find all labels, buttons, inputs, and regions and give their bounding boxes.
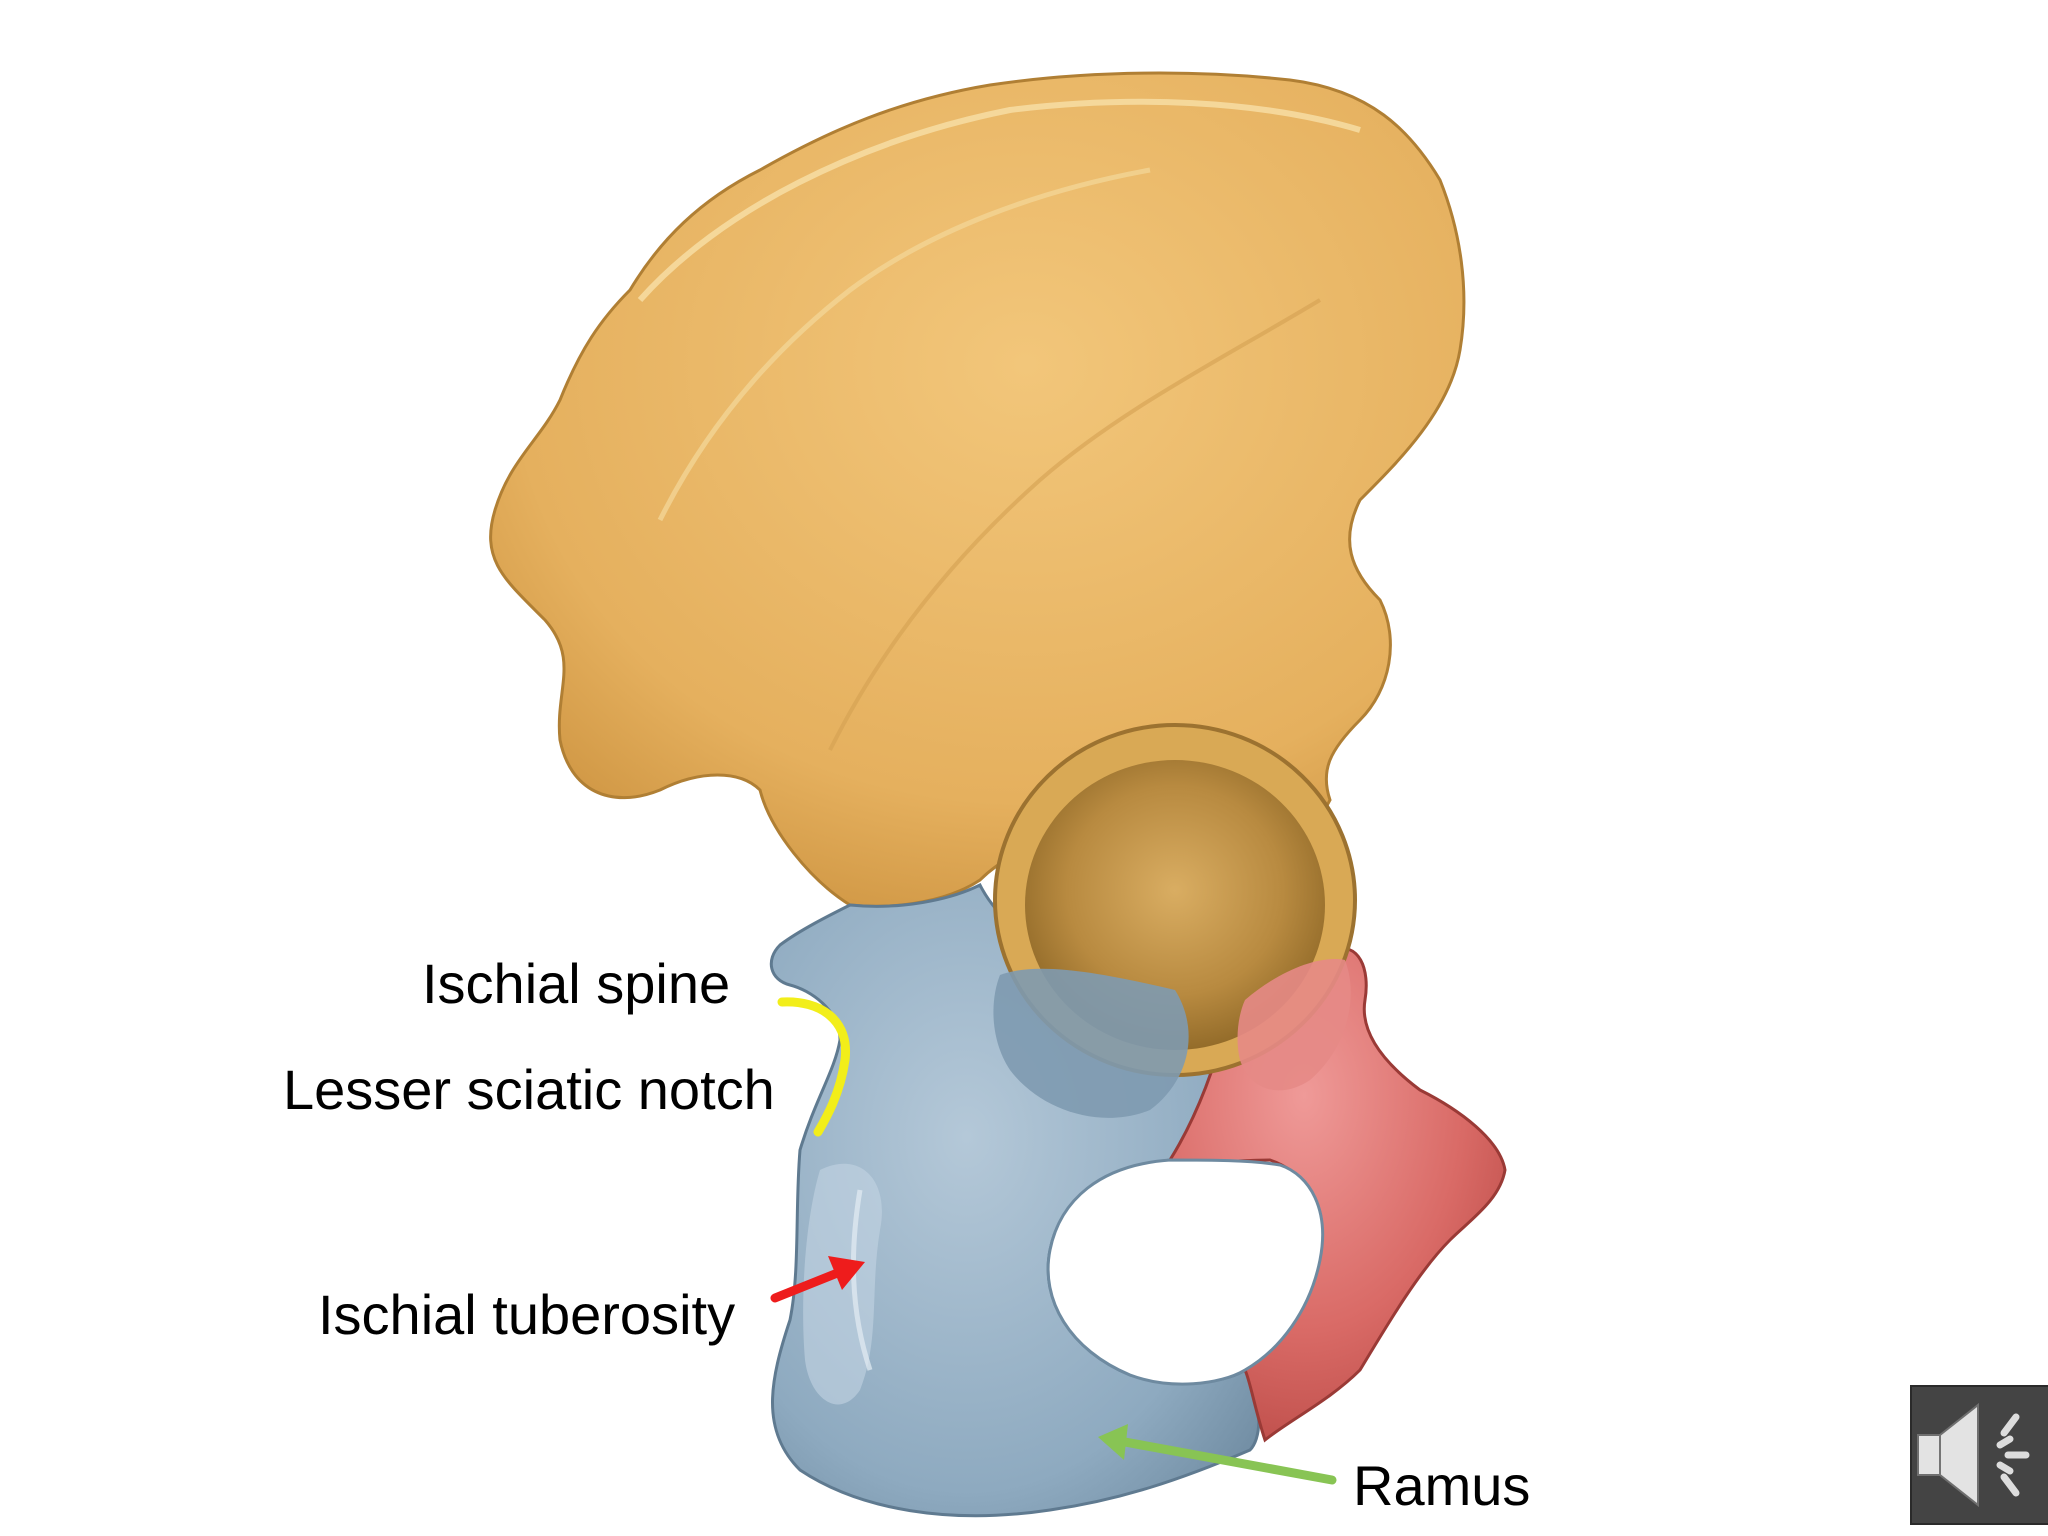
acetabulum-ischial-part: [993, 968, 1189, 1118]
iliac-crest-ridge: [637, 98, 1361, 302]
lesser-sciatic-notch-marker: [777, 997, 851, 1137]
speaker-icon: [1917, 1402, 2030, 1508]
audio-button[interactable]: [1910, 1385, 2048, 1525]
label-ischial-tuberosity: Ischial tuberosity: [318, 1283, 736, 1346]
tuberosity-ridge: [850, 1189, 873, 1371]
gluteal-line-2: [828, 298, 1322, 751]
label-ramus: Ramus: [1353, 1454, 1531, 1517]
tuberosity-arrow: [770, 1256, 865, 1303]
acetabulum-pubic-part: [1237, 959, 1351, 1091]
label-ischial-spine: Ischial spine: [422, 952, 731, 1015]
ilium: [489, 71, 1466, 908]
label-lesser-sciatic-notch: Lesser sciatic notch: [283, 1058, 775, 1121]
gluteal-line: [657, 167, 1151, 522]
obturator-foramen: [1046, 1158, 1325, 1386]
ramus-arrow: [1098, 1424, 1337, 1485]
